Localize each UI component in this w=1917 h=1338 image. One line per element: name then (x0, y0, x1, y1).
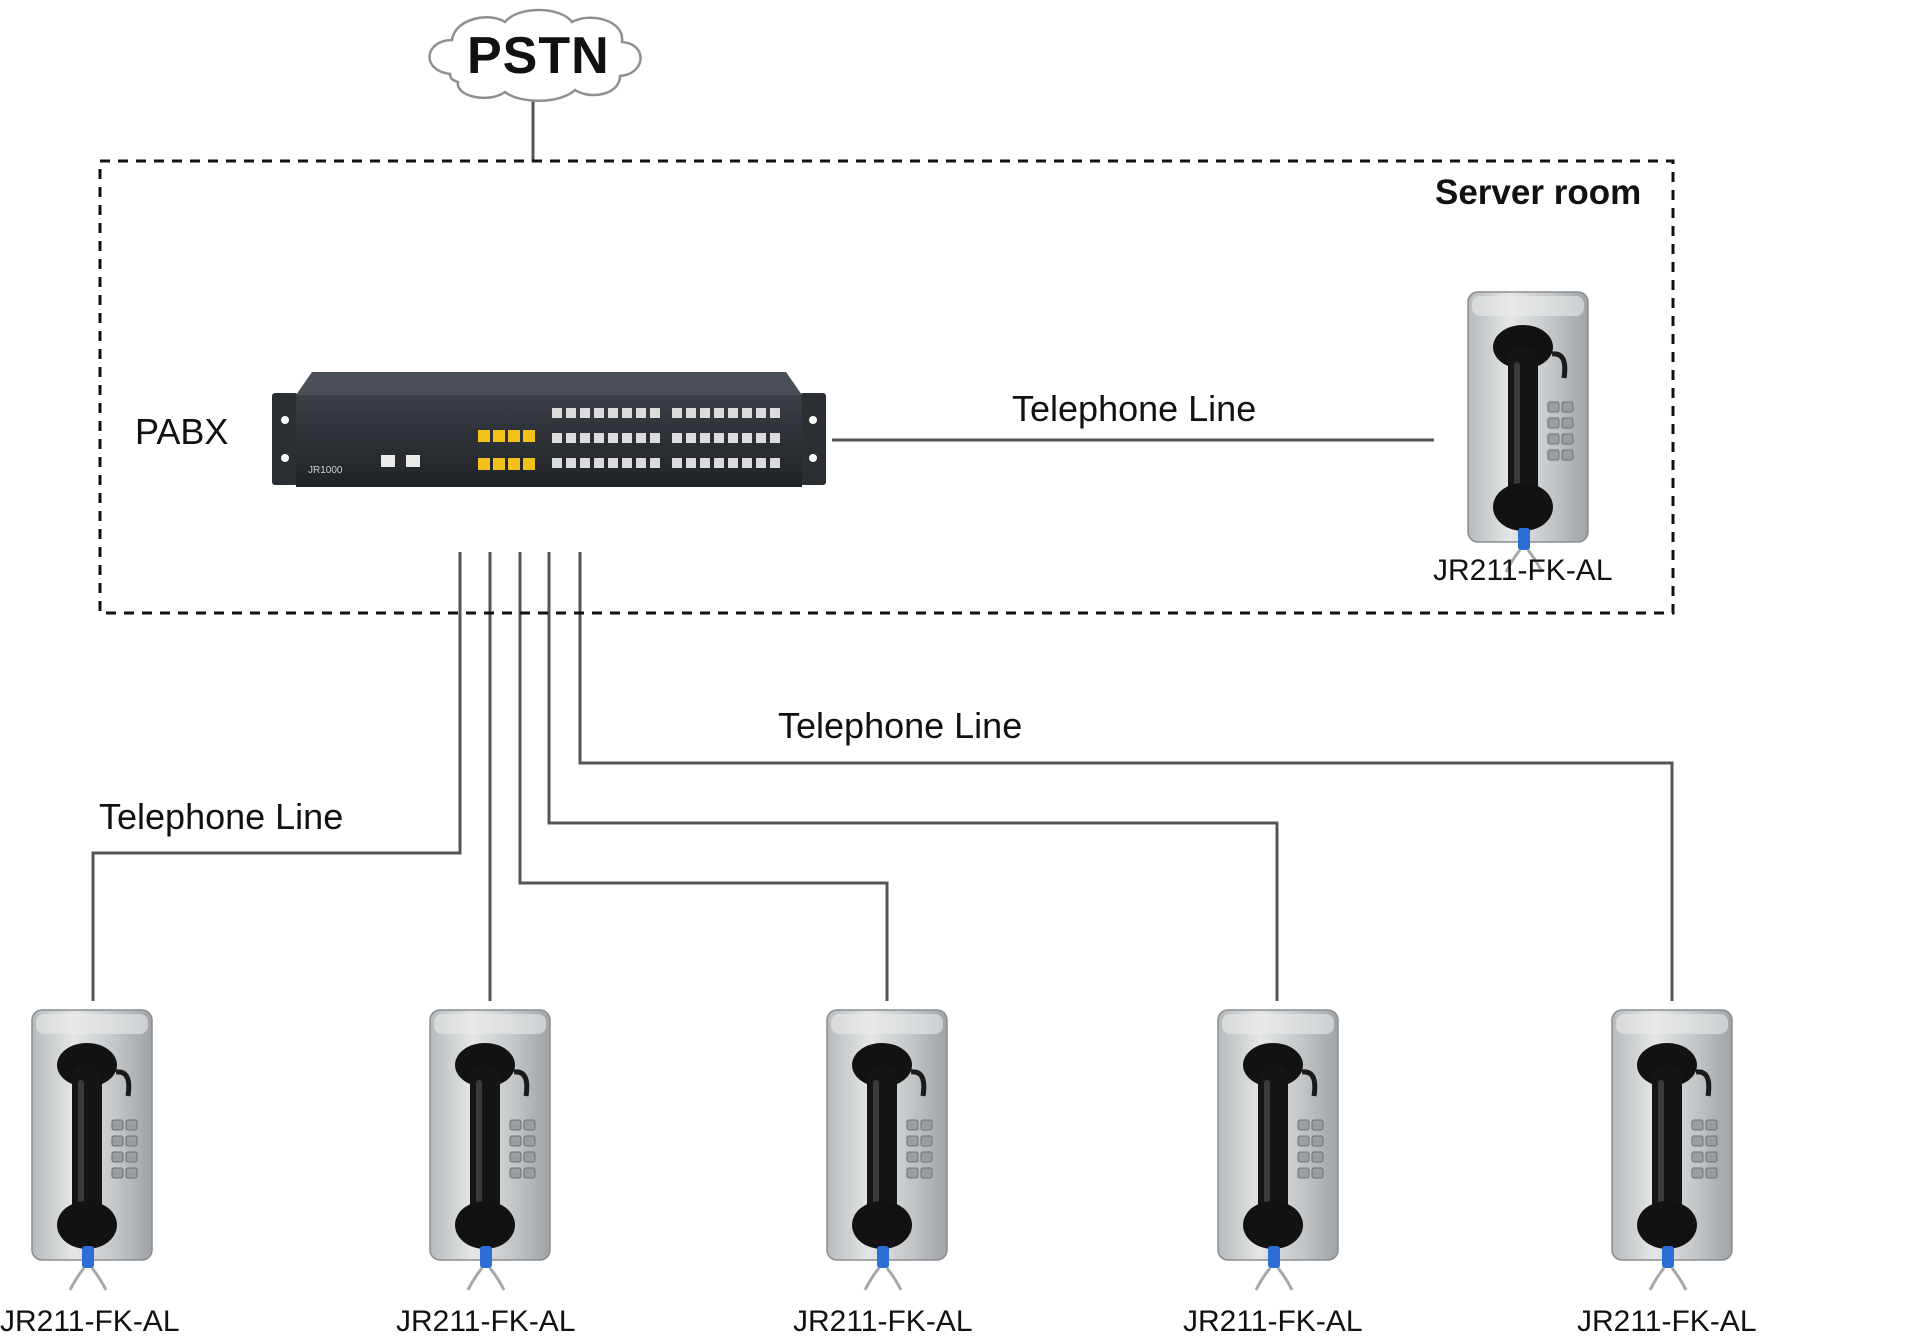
pabx-model-text: JR1000 (308, 465, 343, 476)
pabx-port (770, 458, 780, 468)
pstn-cloud-icon (428, 8, 642, 102)
pabx-port (742, 408, 752, 418)
telephone-5-icon (1612, 1010, 1732, 1290)
pabx-port (714, 458, 724, 468)
telephone-line-label-middle: Telephone Line (778, 705, 1023, 746)
pabx-device (272, 372, 826, 487)
pabx-port (650, 458, 660, 468)
pabx-port (756, 433, 766, 443)
pabx-port (594, 458, 604, 468)
telephone-2-icon (430, 1010, 550, 1290)
pabx-port (594, 433, 604, 443)
telephone-line-label-left: Telephone Line (99, 796, 344, 837)
pabx-port (608, 458, 618, 468)
pabx-port (672, 433, 682, 443)
telephone-3-model-label: JR211-FK-AL (793, 1305, 973, 1338)
pabx-port (636, 433, 646, 443)
telephone-4-model-label: JR211-FK-AL (1183, 1305, 1363, 1338)
line-to-phone-3 (518, 552, 889, 1001)
pabx-port (552, 408, 562, 418)
pstn-label: PSTN (467, 27, 610, 85)
server-room-label: Server room (1435, 173, 1642, 212)
pabx-port (686, 433, 696, 443)
pabx-port (636, 458, 646, 468)
pabx-port (756, 458, 766, 468)
telephone-5-model-label: JR211-FK-AL (1577, 1305, 1757, 1338)
telephone-1-icon (32, 1010, 152, 1290)
pabx-port (728, 408, 738, 418)
pabx-port (580, 458, 590, 468)
line-to-phone-5 (578, 552, 1674, 1001)
pabx-port (622, 408, 632, 418)
pabx-port (580, 433, 590, 443)
pabx-port (650, 433, 660, 443)
telephone-1-model-label: JR211-FK-AL (0, 1305, 180, 1338)
pabx-port (608, 433, 618, 443)
telephone-4-icon (1218, 1010, 1338, 1290)
pabx-label: PABX (135, 411, 229, 452)
pabx-port (566, 458, 576, 468)
pabx-port (686, 408, 696, 418)
pabx-port (770, 408, 780, 418)
pabx-port (742, 458, 752, 468)
pabx-port (756, 408, 766, 418)
pabx-port (686, 458, 696, 468)
room-telephone-icon (1468, 292, 1588, 572)
pabx-port (700, 458, 710, 468)
room-telephone-model-label: JR211-FK-AL (1433, 554, 1613, 587)
pabx-port (770, 433, 780, 443)
pabx-port (636, 408, 646, 418)
telephone-3-icon (827, 1010, 947, 1290)
pabx-port (728, 433, 738, 443)
pabx-port (728, 458, 738, 468)
pabx-port (672, 458, 682, 468)
pabx-port (552, 458, 562, 468)
server-room-boundary (98, 159, 1675, 615)
pabx-port (714, 408, 724, 418)
telephone-2-model-label: JR211-FK-AL (396, 1305, 576, 1338)
pabx-port (566, 408, 576, 418)
pabx-port (580, 408, 590, 418)
line-to-phone-4 (547, 552, 1279, 1001)
pabx-port (566, 433, 576, 443)
connection-lines (91, 101, 1674, 1001)
pabx-port (714, 433, 724, 443)
pabx-port (608, 408, 618, 418)
pabx-port (552, 433, 562, 443)
line-to-phone-1 (91, 552, 462, 1001)
pabx-port (700, 433, 710, 443)
telephone-line-label-room: Telephone Line (1012, 388, 1257, 429)
pabx-port (700, 408, 710, 418)
pabx-port (650, 408, 660, 418)
pabx-port (594, 408, 604, 418)
pabx-port (672, 408, 682, 418)
pabx-port (622, 458, 632, 468)
pabx-port (622, 433, 632, 443)
pabx-port (742, 433, 752, 443)
